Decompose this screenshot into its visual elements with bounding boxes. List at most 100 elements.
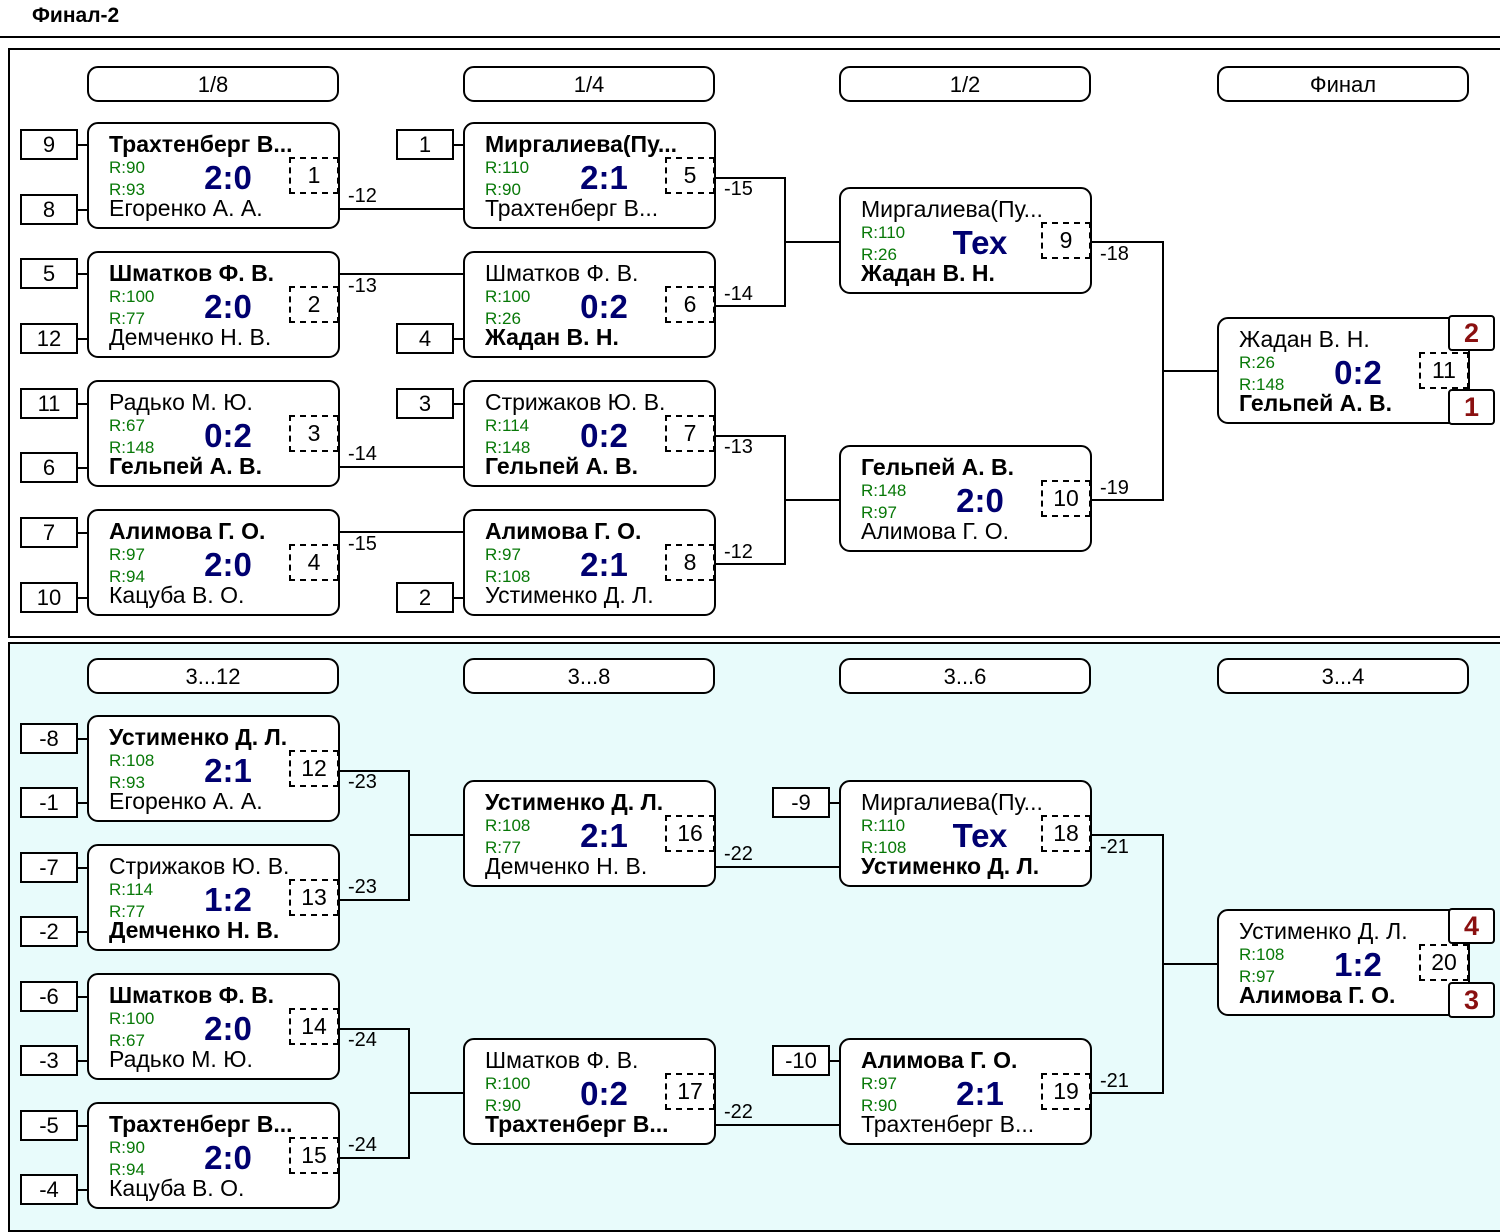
player2-rating: R:77 bbox=[485, 838, 521, 857]
player1-rating: R:100 bbox=[485, 287, 531, 306]
match-score: 1:2 bbox=[204, 881, 252, 918]
match-score: 1:2 bbox=[1334, 946, 1382, 983]
bracket-connector-line bbox=[784, 241, 840, 243]
loser-destination: -23 bbox=[348, 771, 377, 793]
player2-name: Егоренко А. А. bbox=[109, 788, 263, 814]
player1-rating: R:114 bbox=[485, 416, 530, 435]
bracket-connector-line bbox=[78, 1189, 88, 1191]
loser-destination: -13 bbox=[348, 275, 377, 297]
bracket-connector-line bbox=[1162, 370, 1218, 372]
bracket-connector-line bbox=[78, 1125, 88, 1127]
place-badge: 3 bbox=[1448, 982, 1495, 1018]
player2-name: Егоренко А. А. bbox=[109, 195, 263, 221]
round-header: 1/4 bbox=[463, 66, 715, 102]
player2-name: Трахтенберг В... bbox=[861, 1111, 1035, 1137]
player1-name: Алимова Г. О. bbox=[485, 518, 642, 544]
match-score: 2:0 bbox=[204, 159, 252, 196]
bracket-connector-line bbox=[716, 563, 786, 565]
seed-box: 1 bbox=[396, 129, 454, 160]
bracket-connector-line bbox=[78, 597, 88, 599]
bracket-connector-line bbox=[78, 273, 88, 275]
bracket-connector-line bbox=[716, 866, 840, 868]
player2-name: Кацуба В. О. bbox=[109, 582, 245, 608]
player2-rating: R:90 bbox=[485, 180, 521, 199]
player2-name: Демченко Н. В. bbox=[485, 853, 648, 879]
match-score: 2:0 bbox=[204, 1010, 252, 1047]
match-score: 0:2 bbox=[580, 1075, 628, 1112]
seed-box: -4 bbox=[20, 1174, 78, 1205]
match-score: 2:0 bbox=[204, 1139, 252, 1176]
bracket-connector-line bbox=[78, 867, 88, 869]
player1-rating: R:90 bbox=[109, 158, 145, 177]
match-score: 0:2 bbox=[1334, 354, 1382, 391]
match-number: 15 bbox=[289, 1137, 338, 1174]
seed-box: 7 bbox=[20, 517, 78, 548]
match-number: 10 bbox=[1041, 480, 1090, 517]
bracket-connector-line bbox=[340, 208, 464, 210]
player1-name: Миргалиева(Пу... bbox=[485, 131, 678, 157]
match-score: 0:2 bbox=[204, 417, 252, 454]
match-score: 2:0 bbox=[204, 546, 252, 583]
page-title: Финал-2 bbox=[32, 4, 120, 27]
match-number: 18 bbox=[1041, 815, 1090, 852]
match-score: 2:1 bbox=[580, 546, 628, 583]
player2-name: Кацуба В. О. bbox=[109, 1175, 245, 1201]
player1-rating: R:108 bbox=[1239, 945, 1285, 964]
bracket-connector-line bbox=[454, 338, 464, 340]
player1-rating: R:26 bbox=[1239, 353, 1275, 372]
place-badge: 2 bbox=[1448, 315, 1495, 351]
player2-name: Алимова Г. О. bbox=[861, 518, 1010, 544]
loser-destination: -19 bbox=[1100, 477, 1129, 499]
match-number: 1 bbox=[289, 157, 338, 194]
loser-destination: -22 bbox=[724, 1101, 753, 1123]
seed-box: -8 bbox=[20, 723, 78, 754]
bracket-connector-line bbox=[1092, 1092, 1164, 1094]
player1-name: Алимова Г. О. bbox=[861, 1047, 1018, 1073]
player2-name: Устименко Д. Л. bbox=[485, 582, 654, 608]
main-bracket-panel: 1/8 1/4 1/2 Финал 9 8 5 12 11 6 7 10 1 4… bbox=[8, 48, 1500, 638]
seed-box: -6 bbox=[20, 981, 78, 1012]
bracket-connector-line bbox=[78, 467, 88, 469]
match-score: 0:2 bbox=[580, 417, 628, 454]
round-header: 3...8 bbox=[463, 658, 715, 694]
bracket-connector-line bbox=[454, 144, 464, 146]
player1-name: Гельпей А. В. bbox=[861, 454, 1015, 480]
player1-rating: R:108 bbox=[109, 751, 155, 770]
player1-name: Стрижаков Ю. В. bbox=[109, 853, 290, 879]
player2-rating: R:148 bbox=[485, 438, 531, 457]
seed-box: 11 bbox=[20, 388, 78, 419]
player2-rating: R:97 bbox=[1239, 967, 1275, 986]
match-score: 2:0 bbox=[956, 482, 1004, 519]
player2-rating: R:90 bbox=[861, 1096, 897, 1115]
bracket-connector-line bbox=[78, 802, 88, 804]
bracket-connector-line bbox=[454, 597, 464, 599]
player2-rating: R:108 bbox=[861, 838, 907, 857]
player2-rating: R:77 bbox=[109, 309, 145, 328]
player1-name: Шматков Ф. В. bbox=[109, 260, 275, 286]
player2-name: Трахтенберг В... bbox=[485, 195, 659, 221]
player2-name: Демченко Н. В. bbox=[109, 917, 280, 943]
match-number: 19 bbox=[1041, 1073, 1090, 1110]
bracket-connector-line bbox=[1092, 499, 1164, 501]
loser-destination: -21 bbox=[1100, 1070, 1129, 1092]
